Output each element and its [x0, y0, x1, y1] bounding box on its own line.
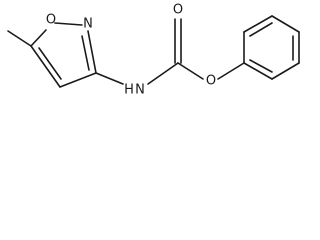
- bond-n2-c3: [87, 30, 97, 74]
- bond-ph-6-1: [243, 62, 273, 80]
- bond-c3-c4: [59, 72, 97, 88]
- bond-ester-o-phenyl: [217, 62, 245, 80]
- atom-label-ring-nitrogen: N: [83, 17, 93, 32]
- bond-carbonyl-ester-o: [177, 62, 204, 80]
- bond-ph-inner-a: [249, 22, 273, 37]
- bond-c4-c5: [30, 45, 61, 88]
- bond-c5-o1: [30, 29, 47, 47]
- bond-c3-nh: [95, 72, 124, 85]
- bond-ph-3-4: [271, 15, 300, 33]
- bond-n2-c3-inner: [81, 35, 90, 71]
- atom-label-amide-n: N: [135, 83, 145, 98]
- bond-c4-c5-inner: [38, 47, 62, 80]
- atom-label-amide-h: H: [124, 83, 134, 98]
- atom-label-ester-oxygen: O: [206, 74, 216, 89]
- bond-ph-5-6: [271, 62, 300, 80]
- atom-label-ring-oxygen: O: [46, 13, 56, 28]
- atom-label-carbonyl-oxygen: O: [173, 3, 183, 18]
- bond-nh-carbonyl: [147, 62, 179, 85]
- bond-o1-n2: [54, 22, 83, 26]
- chemical-structure-diagram: O N O O H N: [7, 3, 300, 98]
- bond-ph-2-3: [243, 15, 273, 33]
- bond-methyl-c5: [7, 30, 32, 47]
- bond-ph-inner-c: [249, 59, 273, 73]
